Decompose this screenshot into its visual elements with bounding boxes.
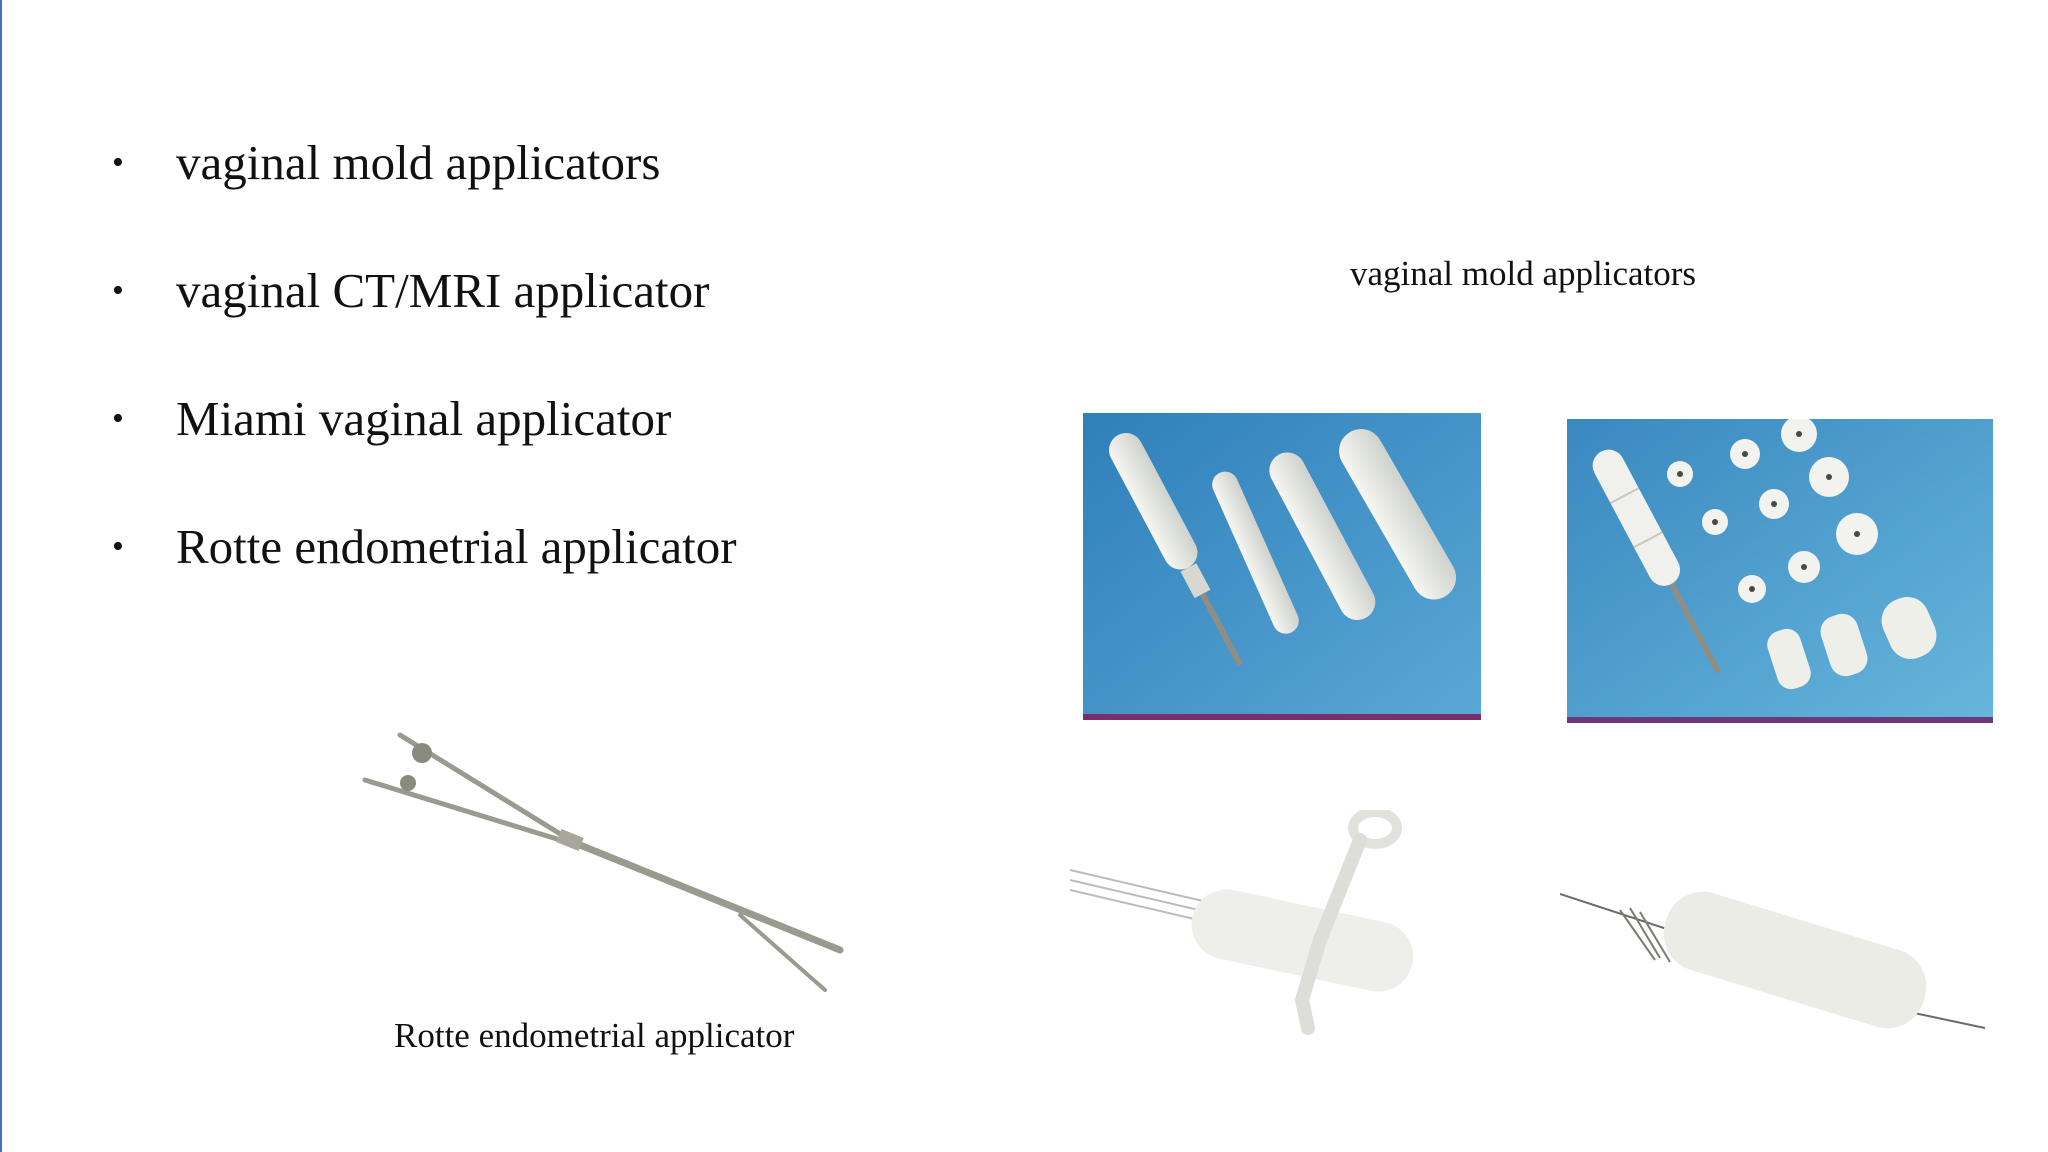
photo-mold-segments <box>1567 419 1993 723</box>
bullet-text-miami: Miami vaginal applicator <box>176 391 672 446</box>
bullet-item: • Miami vaginal applicator <box>108 384 737 512</box>
bullet-text-ct-mri: vaginal CT/MRI applicator <box>176 263 710 318</box>
photo-miami-applicator <box>1070 810 1430 1050</box>
photo-rotte-applicator <box>360 725 850 1005</box>
bullet-marker: • <box>112 400 124 437</box>
bullet-marker: • <box>112 272 124 309</box>
bullet-marker: • <box>112 144 124 181</box>
bullet-marker: • <box>112 528 124 565</box>
bullet-item: • vaginal mold applicators <box>108 128 737 256</box>
caption-rotte-endometrial-applicator: Rotte endometrial applicator <box>394 1016 795 1055</box>
bullet-text-rotte: Rotte endometrial applicator <box>176 519 737 574</box>
bullet-list: • vaginal mold applicators • vaginal CT/… <box>108 128 737 640</box>
photo-ct-mri-applicator <box>1560 890 1990 1050</box>
bullet-item: • vaginal CT/MRI applicator <box>108 256 737 384</box>
photo-mold-cylinders <box>1083 413 1481 720</box>
bullet-text-vaginal-mold: vaginal mold applicators <box>176 135 661 190</box>
bullet-item: • Rotte endometrial applicator <box>108 512 737 640</box>
slide-left-border <box>0 0 2 1152</box>
caption-vaginal-mold-applicators: vaginal mold applicators <box>1350 254 1697 293</box>
